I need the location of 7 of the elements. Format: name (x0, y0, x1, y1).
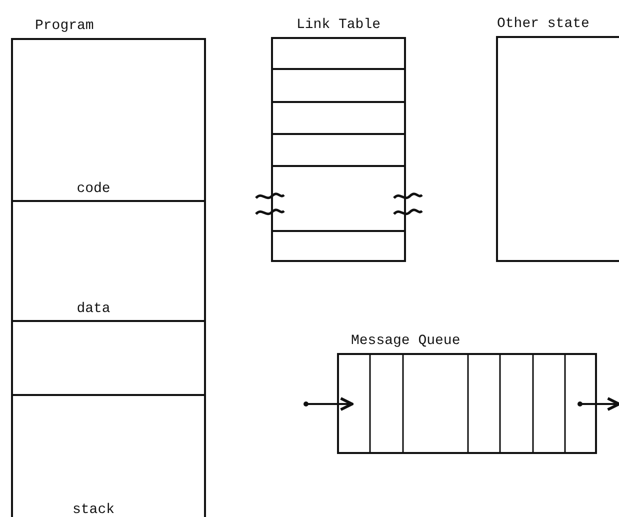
section-label: stack (72, 502, 114, 517)
heading: Other state (497, 15, 590, 33)
section-label: code (76, 181, 110, 197)
heading: Program (35, 17, 94, 35)
heading: Link Table (296, 16, 380, 34)
section-label: data (76, 301, 110, 317)
heading: Message Queue (351, 332, 460, 350)
